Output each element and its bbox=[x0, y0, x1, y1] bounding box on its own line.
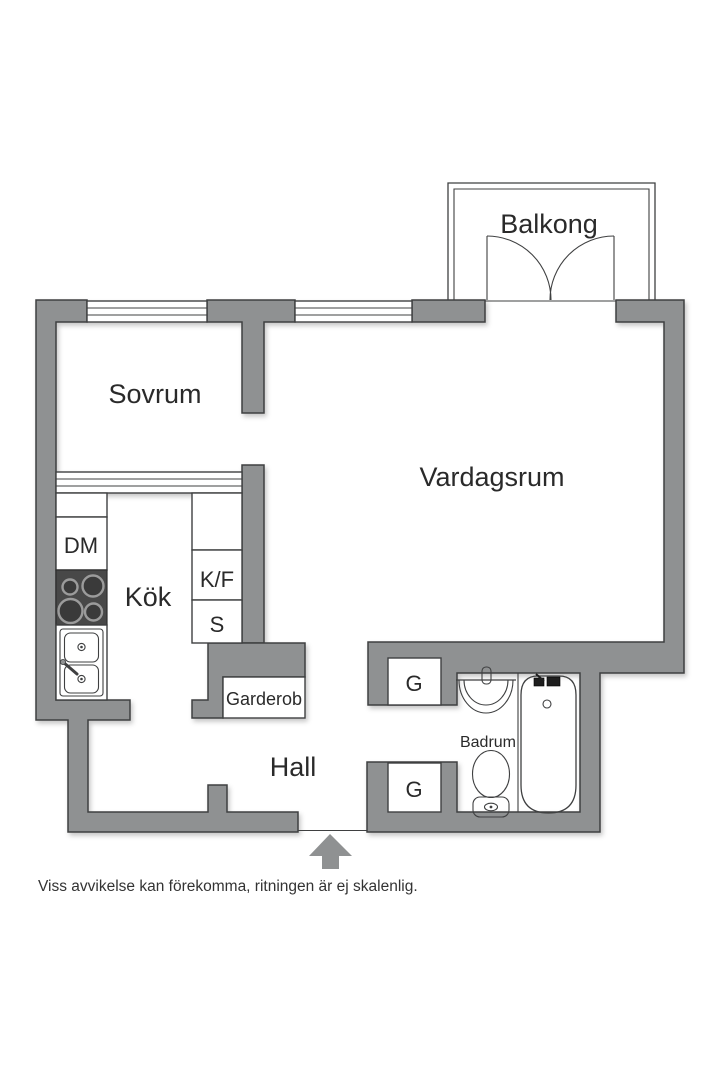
wall-right-and-bathroom bbox=[366, 299, 685, 833]
wall-top-right-of-window bbox=[411, 299, 486, 323]
entrance-arrow-icon bbox=[309, 834, 352, 869]
wall-top-middle-and-bedroom-divider bbox=[206, 299, 296, 414]
kitchen-label: Kök bbox=[125, 582, 172, 612]
wardrobe-closet-box bbox=[222, 676, 306, 719]
wall-left-and-hall bbox=[35, 299, 299, 833]
bedroom-label: Sovrum bbox=[108, 379, 201, 409]
kitchen-counter-right bbox=[191, 492, 243, 551]
balcony-railing-inner bbox=[453, 188, 650, 300]
toilet-icon bbox=[471, 749, 511, 818]
pantry-label: S bbox=[210, 612, 225, 637]
balcony-door-icon bbox=[485, 235, 616, 302]
living-room-window-icon bbox=[294, 300, 413, 323]
kitchen-fixtures bbox=[55, 492, 243, 701]
bathtub-icon bbox=[520, 673, 577, 814]
kitchen-sink-icon bbox=[55, 624, 108, 701]
living-room-label: Vardagsrum bbox=[419, 462, 564, 492]
closet-upper-box bbox=[387, 657, 442, 706]
disclaimer-note: Viss avvikelse kan förekomma, ritningen … bbox=[38, 878, 418, 895]
kitchen-interior-window-icon bbox=[55, 471, 243, 494]
closet-upper-label: G bbox=[405, 671, 422, 696]
bathroom-fixtures bbox=[456, 666, 577, 818]
washbasin-icon bbox=[456, 666, 516, 714]
balcony bbox=[447, 182, 656, 302]
dishwasher-label: DM bbox=[64, 533, 98, 558]
bathroom-label: Badrum bbox=[460, 734, 516, 751]
stove-icon bbox=[55, 569, 108, 626]
closet-lower-label: G bbox=[405, 777, 422, 802]
bedroom-window-icon bbox=[86, 300, 208, 323]
pantry bbox=[191, 599, 243, 644]
kitchen-counter-left bbox=[55, 492, 108, 518]
balcony-label: Balkong bbox=[500, 209, 598, 239]
closet-lower-box bbox=[387, 762, 442, 813]
fridge-freezer-label: K/F bbox=[200, 567, 234, 592]
entrance bbox=[298, 829, 367, 869]
wall-kitchen-right-stub bbox=[241, 464, 265, 644]
labels: Balkong Sovrum Vardagsrum Kök Hall Badru… bbox=[64, 209, 598, 802]
hall-label: Hall bbox=[270, 752, 317, 782]
wardrobe-label: Garderob bbox=[226, 689, 302, 709]
balcony-railing-outer bbox=[447, 182, 656, 300]
